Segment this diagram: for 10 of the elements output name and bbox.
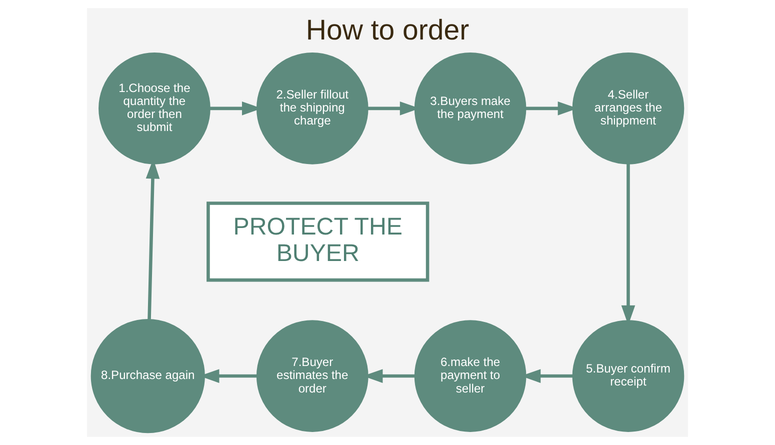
- node-circle: 7.Buyer estimates the order: [256, 320, 368, 432]
- node-circle: 6.make the payment to seller: [414, 320, 526, 432]
- node-circle: 1.Choose the quantity the order then submit: [98, 52, 210, 164]
- node-circle: 5.Buyer confirm receipt: [572, 320, 684, 432]
- diagram-title: How to order: [306, 14, 470, 47]
- node-circle: 3.Buyers make the payment: [414, 52, 526, 164]
- node-circle: 4.Seller arranges the shippment: [572, 52, 684, 164]
- node-circle: 8.Purchase again: [90, 318, 205, 434]
- node-box: PROTECT THE BUYER: [206, 202, 430, 282]
- node-circle: 2.Seller fillout the shipping charge: [256, 52, 368, 164]
